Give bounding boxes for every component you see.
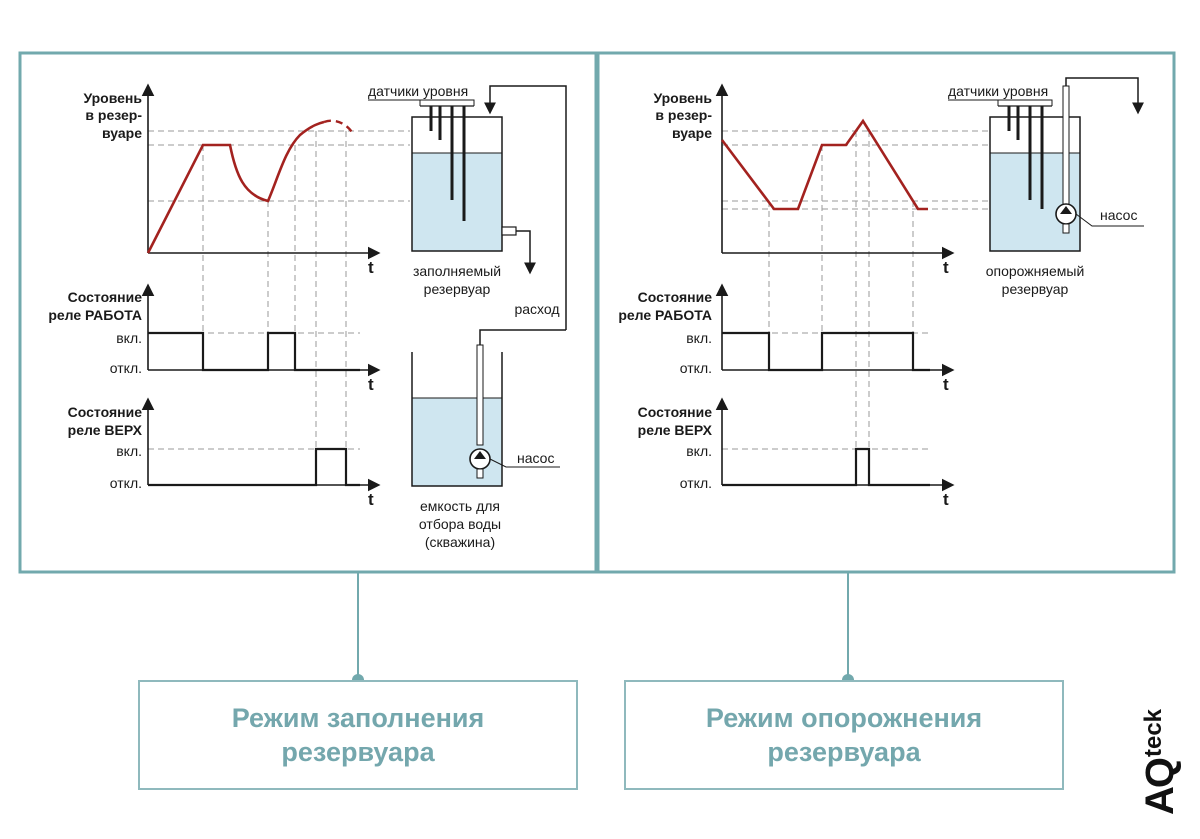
work-off-label: откл.	[110, 360, 142, 376]
fill-mode-caption-box: Режим заполнения резервуара	[138, 680, 578, 790]
level-curve-overshoot	[323, 119, 353, 133]
outflow-pipe	[516, 230, 536, 275]
time-axis-label: t	[368, 490, 374, 509]
work-relay-signal	[148, 331, 360, 372]
drained-tank	[989, 116, 1081, 252]
well-label-3: (скважина)	[425, 534, 495, 550]
level-curve	[720, 118, 928, 211]
pump-label: насос	[517, 450, 554, 466]
top-relay-label-1: Состояние	[68, 404, 143, 420]
top-on-label: вкл.	[686, 443, 712, 459]
time-axis-label: t	[943, 258, 949, 277]
work-off-label: откл.	[680, 360, 712, 376]
well-pipe	[476, 344, 484, 446]
sensors-label: датчики уровня	[948, 83, 1048, 99]
logo-word: teck	[1140, 708, 1167, 757]
work-on-label: вкл.	[686, 330, 712, 346]
work-relay-label-1: Состояние	[68, 289, 143, 305]
top-relay-label-1: Состояние	[638, 404, 713, 420]
top-relay-label-2: реле ВЕРХ	[68, 422, 143, 438]
fill-mode-caption: Режим заполнения резервуара	[231, 703, 485, 767]
pump-label: насос	[1100, 207, 1137, 223]
drain-mode-caption: Режим опорожнения резервуара	[705, 703, 983, 767]
time-axis-label: t	[943, 375, 949, 394]
work-relay-label-2: реле РАБОТА	[618, 307, 712, 323]
filled-tank-water	[412, 153, 502, 251]
top-relay-signal	[148, 447, 360, 487]
drain-pipe	[1062, 85, 1070, 205]
time-axis-label: t	[368, 258, 374, 277]
level-axis-label-1: Уровень	[653, 90, 712, 106]
drain-outflow	[1065, 77, 1144, 115]
top-off-label: откл.	[110, 475, 142, 491]
well-tank	[411, 352, 503, 487]
top-on-label: вкл.	[116, 443, 142, 459]
sensors-label: датчики уровня	[368, 83, 468, 99]
aqteck-logo: AQ teck	[1137, 665, 1182, 815]
drained-tank-label-2: резервуар	[1002, 281, 1069, 297]
well-water	[412, 398, 502, 486]
level-axis-label-1: Уровень	[83, 90, 142, 106]
fill-mode-frame	[18, 51, 598, 574]
filled-tank-label-1: заполняемый	[413, 263, 501, 279]
time-axis-label: t	[368, 375, 374, 394]
flow-label: расход	[514, 301, 559, 317]
fill-mode-panel: Уровень в резер- вуаре Состояние реле РА…	[48, 83, 567, 550]
work-relay-label-1: Состояние	[638, 289, 713, 305]
top-off-label: откл.	[680, 475, 712, 491]
filled-tank	[411, 116, 503, 252]
level-curve	[146, 120, 325, 254]
level-axis-label-3: вуаре	[672, 125, 712, 141]
work-relay-label-2: реле РАБОТА	[48, 307, 142, 323]
well-label-2: отбора воды	[419, 516, 501, 532]
drained-tank-label-1: опорожняемый	[986, 263, 1085, 279]
top-relay-signal	[722, 447, 930, 487]
drain-mode-frame	[596, 51, 1176, 574]
logo-mark: AQ	[1137, 759, 1182, 815]
drain-mode-panel: Уровень в резер- вуаре Состояние реле РА…	[618, 77, 1144, 509]
inflow-pipe	[484, 85, 567, 330]
level-axis-label-2: в резер-	[655, 107, 712, 123]
work-relay-signal	[722, 331, 930, 372]
drain-mode-caption-box: Режим опорожнения резервуара	[624, 680, 1064, 790]
level-axis-label-2: в резер-	[85, 107, 142, 123]
top-relay-label-2: реле ВЕРХ	[638, 422, 713, 438]
time-axis-label: t	[943, 490, 949, 509]
well-label-1: емкость для	[420, 498, 500, 514]
level-axis-label-3: вуаре	[102, 125, 142, 141]
work-on-label: вкл.	[116, 330, 142, 346]
filled-tank-label-2: резервуар	[424, 281, 491, 297]
